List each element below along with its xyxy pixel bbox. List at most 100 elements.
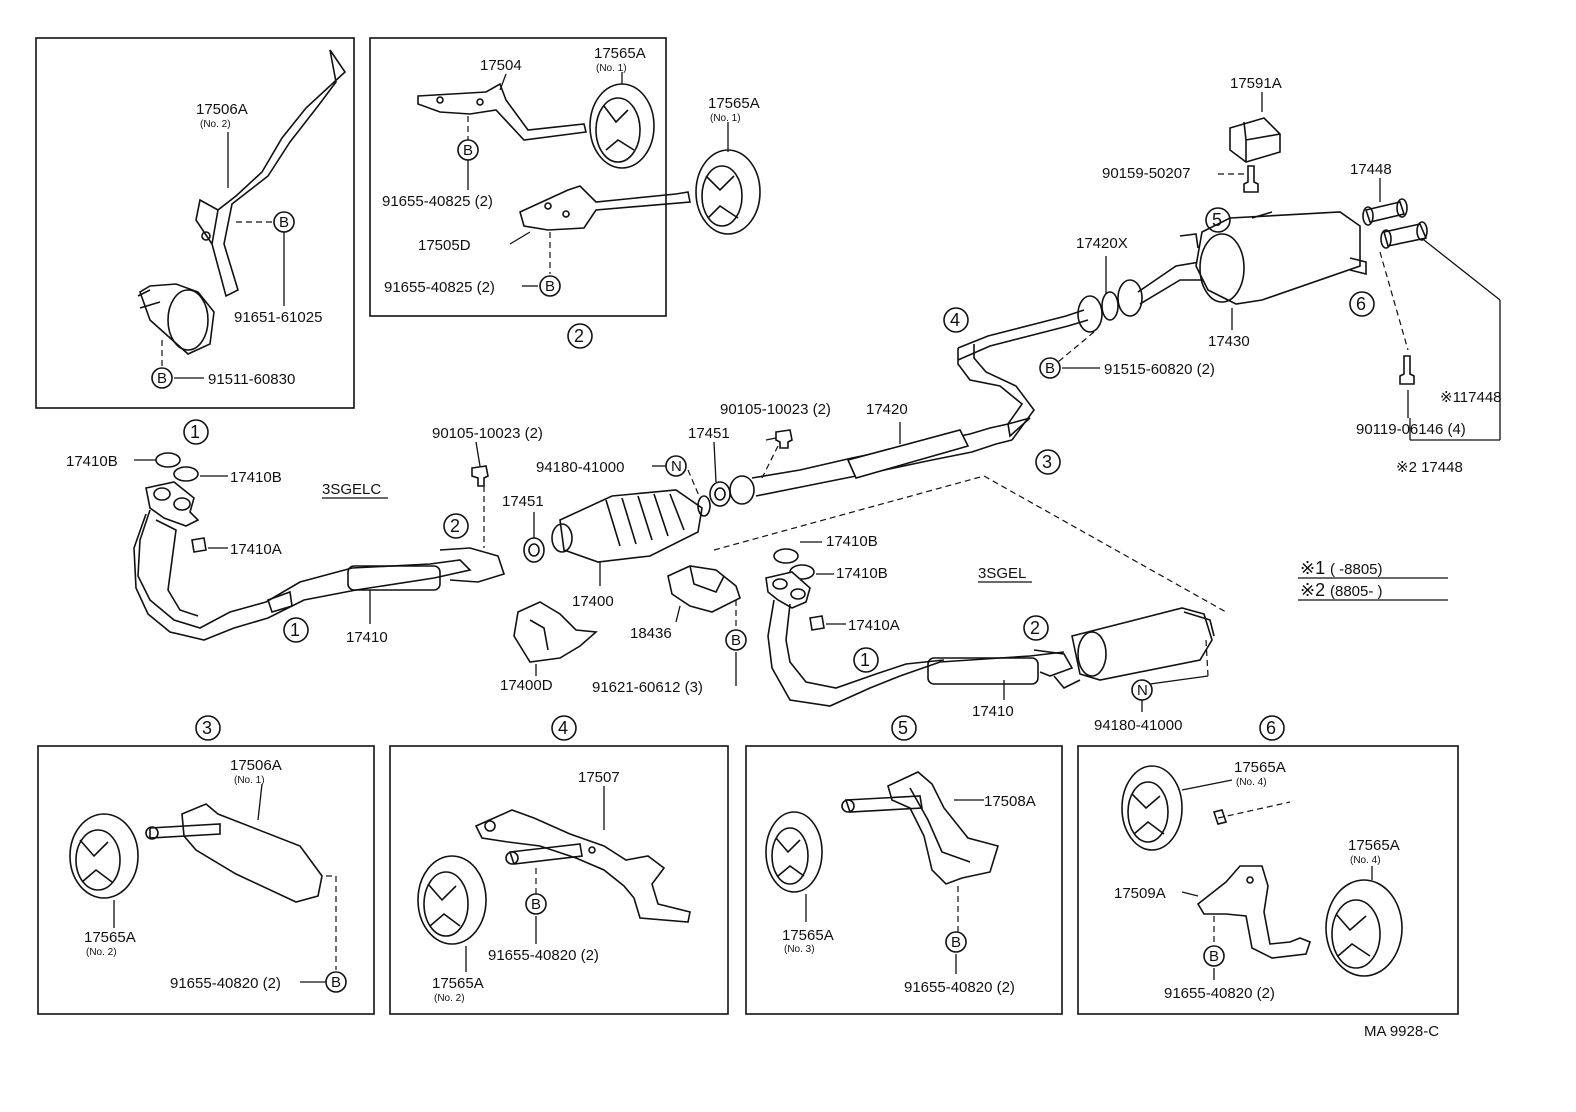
- label-91655-40820: 91655-40820 (2): [170, 975, 281, 992]
- callout-b-letter: B: [545, 278, 555, 295]
- detail-4: 4 B 17507 91655-40820 (2) 17565A (No. 2): [389, 715, 729, 1015]
- cushion-17565a: [417, 855, 487, 945]
- detail-5: 5 B 17508A 17565A (No. 3) 91655-40820 (2…: [745, 715, 1063, 1015]
- muffler-17430: [1195, 211, 1361, 305]
- gasket-17410b: [173, 466, 199, 482]
- screw-90119-06146: [1399, 355, 1415, 385]
- label-17506a: 17506A: [230, 757, 282, 774]
- legend: ※1 ( -8805) ※2 (8805- ): [1298, 558, 1448, 601]
- label-91651-61025: 91651-61025: [234, 309, 322, 326]
- diagram-code: MA 9928-C: [1364, 1023, 1439, 1040]
- label-17565a-sub: (No. 1): [710, 113, 741, 124]
- label-17506a: 17506A: [196, 101, 248, 118]
- label-note2-17448: ※2 17448: [1396, 459, 1463, 476]
- callout-n-letter: N: [1137, 682, 1148, 699]
- label-94180-41000: 94180-41000: [536, 459, 624, 476]
- callout-b: [539, 275, 561, 297]
- svg-text:2: 2: [574, 326, 584, 346]
- label-18436: 18436: [630, 625, 672, 642]
- gasket-17451: [709, 481, 731, 507]
- callout-6: 6: [1349, 291, 1375, 317]
- label-94180-41000: 94180-41000: [1094, 717, 1182, 734]
- legend-note2-text: (8805- ): [1330, 583, 1383, 600]
- hanger-17509a: [1196, 865, 1311, 959]
- gasket-17410a: [191, 537, 207, 553]
- callout-b: [325, 971, 347, 993]
- variant-label-3sgelc: 3SGELC: [322, 481, 381, 498]
- callout-b-letter: B: [463, 142, 473, 159]
- callout-b-letter: B: [279, 214, 289, 231]
- cushion-17565a: [589, 83, 655, 169]
- label-90119-06146: 90119-06146 (4): [1356, 421, 1466, 438]
- svg-text:6: 6: [1266, 718, 1276, 738]
- callout-1-main: 1: [283, 617, 309, 643]
- cushion-17565a: [69, 813, 139, 899]
- callout-2-main: 2: [443, 513, 469, 539]
- label-90105-10023: 90105-10023 (2): [432, 425, 543, 442]
- callout-b-letter: B: [1045, 360, 1055, 377]
- label-91511-60830: 91511-60830: [208, 371, 295, 388]
- callout-3-main: 3: [1035, 449, 1061, 475]
- svg-text:4: 4: [950, 310, 960, 330]
- label-17410: 17410: [972, 703, 1014, 720]
- part-17591a: [1229, 117, 1281, 163]
- hanger-17506a-no1: [181, 803, 323, 903]
- svg-text:6: 6: [1356, 294, 1366, 314]
- tail-tip-17448: [1364, 201, 1406, 223]
- label-17565a: 17565A: [1234, 759, 1286, 776]
- label-17565a: 17565A: [432, 975, 484, 992]
- label-17420x: 17420X: [1076, 235, 1128, 252]
- label-17400d: 17400D: [500, 677, 553, 694]
- label-17410b: 17410B: [826, 533, 878, 550]
- label-91655-40820: 91655-40820 (2): [488, 947, 599, 964]
- label-17591a: 17591A: [1230, 75, 1282, 92]
- label-17410a: 17410A: [848, 617, 900, 634]
- svg-text:2: 2: [450, 516, 460, 536]
- label-17504: 17504: [480, 57, 522, 74]
- callout-b-letter: B: [157, 370, 167, 387]
- detail-3-frame: [37, 745, 375, 1015]
- label-17565a: 17565A: [594, 45, 646, 62]
- label-17507: 17507: [578, 769, 620, 786]
- detail-5-frame: [745, 745, 1063, 1015]
- label-17565a: 17565A: [782, 927, 834, 944]
- callout-1-inset: 1: [183, 419, 209, 445]
- insulator-18436: [667, 565, 741, 613]
- label-17410b: 17410B: [230, 469, 282, 486]
- callout-5: 5: [1205, 207, 1231, 233]
- label-17410b: 17410B: [66, 453, 118, 470]
- callout-2-sgel: 2: [1023, 615, 1049, 641]
- callout-b-letter: B: [731, 632, 741, 649]
- detail-3: 3 B 17506A (No. 1) 17565A (No. 2) 91655-…: [37, 715, 375, 1015]
- label-17506a-sub: (No. 1): [234, 775, 265, 786]
- label-17430: 17430: [1208, 333, 1250, 350]
- inset-1-frame: [35, 37, 355, 409]
- label-91515-60820: 91515-60820 (2): [1104, 361, 1215, 378]
- svg-text:2: 2: [1030, 618, 1040, 638]
- bracket-17505d: [519, 185, 691, 231]
- callout-2-inset: 2: [567, 323, 593, 349]
- gasket-17410a: [809, 615, 825, 631]
- label-17565a-sub: (No. 2): [434, 993, 465, 1004]
- callout-b-letter: B: [531, 896, 541, 913]
- gasket-17410b: [773, 548, 799, 564]
- label-17506a-sub: (No. 2): [200, 119, 231, 130]
- label-91655-40820: 91655-40820 (2): [1164, 985, 1275, 1002]
- label-17565a-sub: (No. 4): [1236, 777, 1267, 788]
- bolt-90105-10023: [471, 465, 489, 487]
- legend-note2-mark: ※2: [1300, 580, 1325, 600]
- hanger-17507: [474, 809, 691, 923]
- gasket-17410b: [155, 452, 181, 468]
- callout-b-letter: B: [331, 974, 341, 991]
- label-17565a: 17565A: [84, 929, 136, 946]
- label-17565a-sub: (No. 4): [1350, 855, 1381, 866]
- label-17565a: 17565A: [708, 95, 760, 112]
- mount-bracket: [139, 283, 215, 355]
- callout-n-letter: N: [671, 458, 682, 475]
- detail-6-frame: [1077, 745, 1459, 1015]
- gasket-17420x: [1101, 291, 1119, 321]
- label-91655-40825: 91655-40825 (2): [382, 193, 493, 210]
- callout-b: [945, 931, 967, 953]
- label-17451: 17451: [502, 493, 544, 510]
- main-assembly-3sgelc: B N 17410B 17410B 17410A 3SGELC 17410 90…: [66, 344, 1227, 696]
